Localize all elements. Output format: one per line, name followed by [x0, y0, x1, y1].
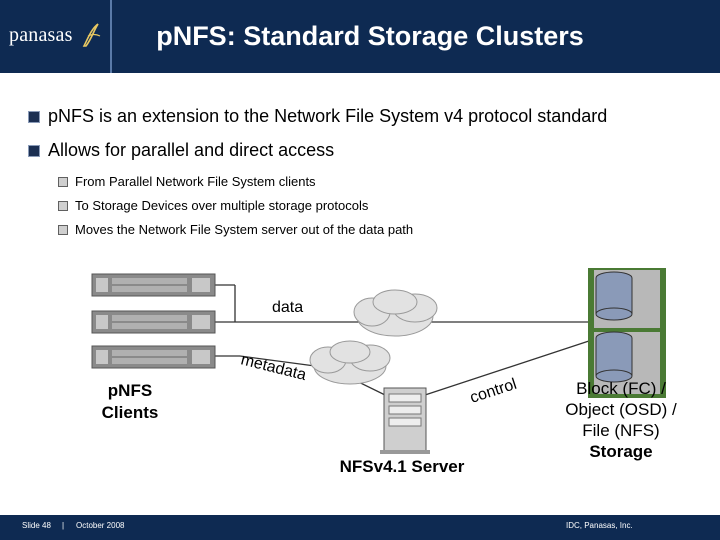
- bullet-text: pNFS is an extension to the Network File…: [48, 106, 608, 126]
- clients-label-line2: Clients: [101, 403, 159, 422]
- header-bar: [0, 0, 720, 73]
- network-cloud-icon: [309, 340, 391, 385]
- logo: panasas: [0, 0, 112, 73]
- bullet-square-icon: [28, 111, 40, 123]
- server-label: NFSv4.1 Server: [339, 457, 465, 476]
- sub-bullet-item: To Storage Devices over multiple storage…: [28, 198, 708, 222]
- logo-text: panasas: [9, 24, 73, 46]
- client-server-icon: [91, 310, 216, 334]
- footer-date: October 2008: [76, 521, 125, 530]
- sub-bullet-text: From Parallel Network File System client…: [75, 174, 316, 189]
- nfs-server-tower-icon: [380, 387, 430, 454]
- bullet-item: pNFS is an extension to the Network File…: [28, 106, 708, 140]
- storage-array-icon: [588, 268, 666, 398]
- sub-bullet-item: Moves the Network File System server out…: [28, 222, 708, 246]
- data-label: data: [272, 299, 304, 316]
- metadata-label: metadata: [239, 351, 308, 384]
- sub-bullet-square-icon: [58, 177, 68, 187]
- clients-label: pNFS Clients: [80, 380, 180, 424]
- sub-bullet-square-icon: [58, 201, 68, 211]
- client-server-icon: [91, 273, 216, 297]
- storage-label-line4: Storage: [589, 442, 653, 461]
- storage-label-line1: Block (FC) /: [576, 379, 666, 398]
- architecture-diagram: metadata control: [91, 268, 666, 454]
- footer-copyright: IDC, Panasas, Inc.: [566, 521, 633, 530]
- sub-bullet-square-icon: [58, 225, 68, 235]
- sub-bullet-text: To Storage Devices over multiple storage…: [75, 198, 369, 213]
- bullet-square-icon: [28, 145, 40, 157]
- footer-separator: |: [62, 521, 65, 530]
- clients-label-line1: pNFS: [107, 381, 153, 400]
- bullet-item: Allows for parallel and direct access: [28, 140, 708, 174]
- bullet-list: pNFS is an extension to the Network File…: [28, 106, 708, 246]
- sub-bullet-item: From Parallel Network File System client…: [28, 174, 708, 198]
- footer-bar: [0, 515, 720, 540]
- storage-label: Block (FC) / Object (OSD) / File (NFS) S…: [548, 378, 694, 462]
- logo-swirl-icon: [82, 23, 101, 47]
- storage-label-line3: File (NFS): [582, 421, 660, 440]
- bullet-text: Allows for parallel and direct access: [48, 140, 335, 160]
- sub-bullet-text: Moves the Network File System server out…: [75, 222, 414, 237]
- control-label: control: [468, 376, 519, 407]
- slide-title: pNFS: Standard Storage Clusters: [156, 21, 584, 51]
- network-cloud-icon: [353, 289, 438, 337]
- slide-number: Slide 48: [22, 521, 51, 530]
- storage-label-line2: Object (OSD) /: [565, 400, 677, 419]
- client-server-icon: [91, 345, 216, 369]
